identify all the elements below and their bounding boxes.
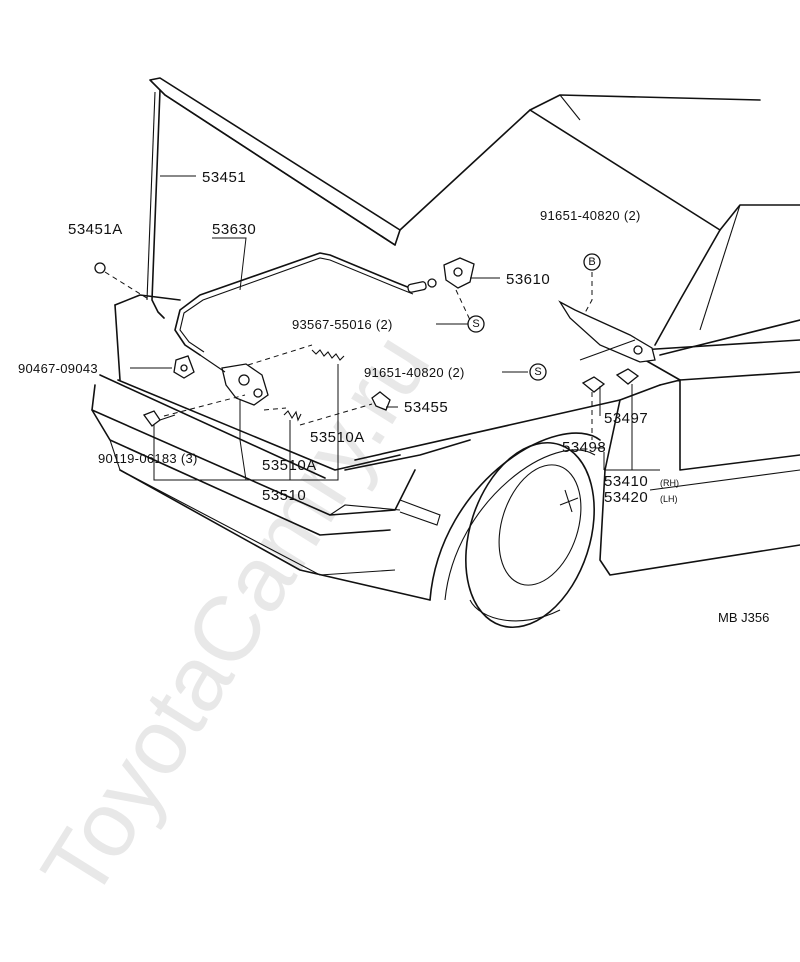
- label-bolt-lower: 91651-40820 (2): [364, 365, 465, 380]
- label-lock: 53510: [262, 487, 306, 504]
- hood-latch: [199, 354, 269, 406]
- label-bolt-upper: 91651-40820 (2): [540, 208, 641, 223]
- clip: [371, 391, 391, 411]
- label-lock-spring: 53510A: [310, 429, 365, 446]
- hood-cushion-53498: [581, 376, 606, 393]
- hood-cushion-53497: [615, 368, 640, 385]
- svg-text:B: B: [588, 256, 595, 268]
- hood-hinge: [558, 300, 656, 363]
- label-cushion-53497: 53497: [604, 410, 648, 427]
- symbol-b: B: [583, 253, 601, 271]
- prop-rod: [151, 89, 165, 319]
- label-hinge-lh: 53420: [604, 489, 648, 506]
- label-cushion-53498: 53498: [562, 439, 606, 456]
- label-hinge-rh: 53410: [604, 473, 648, 490]
- label-hood-lock: 53610: [506, 271, 550, 288]
- car-body-drawing: [91, 77, 800, 629]
- label-hinge-lh-side: (LH): [660, 494, 678, 504]
- symbol-s-screw: S: [467, 315, 485, 333]
- spring-lower: [283, 410, 302, 422]
- svg-text:S: S: [534, 366, 541, 378]
- leader-lines: [130, 175, 660, 481]
- label-lock-bolt: 90119-06183 (3): [98, 451, 198, 466]
- label-bushing: 90467-09043: [18, 361, 98, 376]
- parts: [94, 89, 656, 440]
- label-prop-rod-clip: 53451A: [68, 221, 123, 238]
- label-screw: 93567-55016 (2): [292, 317, 393, 332]
- label-clip: 53455: [404, 399, 448, 416]
- release-cable: [174, 252, 416, 356]
- label-hinge-rh-side: (RH): [660, 478, 679, 488]
- label-lock-spring-2: 53510A: [262, 457, 317, 474]
- symbol-s-bolt: S: [529, 363, 547, 381]
- svg-text:S: S: [472, 318, 479, 330]
- lock-bolt: [142, 410, 176, 427]
- figure-code: MB J356: [718, 610, 769, 625]
- label-prop-rod: 53451: [202, 169, 246, 186]
- prop-rod-clip: [94, 262, 106, 274]
- label-release-cable: 53630: [212, 221, 256, 238]
- spring-upper: [311, 349, 345, 361]
